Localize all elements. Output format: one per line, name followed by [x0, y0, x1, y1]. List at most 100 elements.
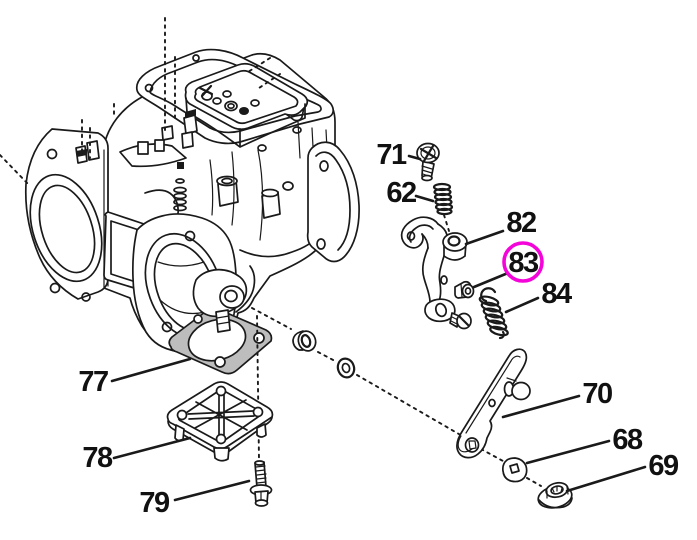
callout-label-70[interactable]: 70 [582, 378, 613, 410]
callout-label-79[interactable]: 79 [139, 487, 171, 519]
studs-stroke [183, 114, 198, 135]
lever-nut-83[interactable] [454, 280, 475, 299]
callout-68[interactable]: 68 [525, 424, 644, 465]
callout-62[interactable]: 62 [386, 177, 435, 209]
callout-leader-71 [407, 154, 422, 161]
choke-lever-82-stroke [421, 223, 448, 249]
shaft-ring-stroke [341, 362, 351, 374]
return-spring-84-stroke [484, 313, 506, 325]
return-spring-84-stroke [489, 325, 509, 337]
callout-label-69[interactable]: 69 [648, 450, 680, 482]
bowl-cover-boss-stroke [224, 100, 238, 112]
callout-label-62[interactable]: 62 [386, 177, 417, 209]
spring-62[interactable] [432, 182, 454, 216]
callout-83[interactable]: 83 [472, 241, 544, 289]
body-detail-stroke [221, 177, 233, 185]
side-bracket-stroke [319, 160, 329, 172]
choke-lever-82-stroke [434, 302, 448, 318]
callout-70[interactable]: 70 [501, 378, 613, 419]
air-horn-rim-stroke [192, 54, 200, 62]
callout-79[interactable]: 79 [139, 479, 251, 519]
return-spring-84-stroke [482, 307, 504, 319]
throttle-lever-70-stroke [488, 398, 496, 408]
shaft-ring-stroke [336, 357, 356, 379]
cover-bolt-79-stroke [255, 465, 267, 484]
pump-cover-78-stroke [215, 385, 227, 397]
pump-cover-78-stroke [187, 394, 255, 436]
callout-leader-62 [414, 194, 435, 203]
body-detail-stroke [173, 204, 187, 212]
washer-68[interactable] [501, 457, 528, 483]
choke-lever-82[interactable] [400, 216, 468, 323]
callout-82[interactable]: 82 [464, 207, 537, 246]
callout-label-84[interactable]: 84 [541, 278, 573, 310]
throttle-shaft-boss-stroke [219, 285, 245, 309]
callout-label-68[interactable]: 68 [612, 424, 644, 456]
pump-cover-78-stroke [176, 409, 188, 421]
callout-label-82[interactable]: 82 [506, 207, 537, 239]
pump-cover-78-stroke [256, 423, 267, 438]
screw-71[interactable] [416, 142, 440, 182]
pump-cover-78-stroke [252, 406, 264, 418]
callout-label-77[interactable]: 77 [78, 366, 109, 398]
assembly-axis-lines-stroke [443, 214, 450, 232]
body-detail-stroke [209, 149, 264, 241]
studs-stroke [86, 140, 100, 161]
air-inlet-flange-stroke [24, 128, 109, 300]
callout-label-78[interactable]: 78 [82, 442, 114, 474]
body-detail-stroke [257, 144, 267, 152]
air-inlet-flange-stroke [46, 148, 58, 160]
lever-screw [449, 312, 472, 330]
callout-78[interactable]: 78 [82, 436, 192, 474]
studs-stroke [76, 149, 87, 157]
throttle-shaft-boss-stroke [224, 289, 238, 303]
pump-cover-78-stroke [215, 433, 227, 445]
air-inlet-flange [24, 128, 109, 302]
highlight-circle [502, 241, 544, 283]
cover-bolt-79-stroke [254, 499, 269, 507]
return-spring-84-stroke [498, 330, 505, 340]
assembly-axis-lines-stroke [0, 154, 31, 187]
body-detail-stroke [216, 175, 238, 187]
studs-stroke [185, 109, 196, 118]
callout-84[interactable]: 84 [504, 278, 573, 314]
callout-77[interactable]: 77 [78, 357, 192, 398]
return-spring-84-stroke [478, 295, 500, 307]
studs-stroke [181, 131, 194, 149]
callout-leader-69 [565, 465, 647, 493]
bowl-cover-boss-stroke [250, 99, 260, 107]
screw-71-stroke [420, 146, 436, 160]
cover-bolt-79-stroke [254, 460, 265, 466]
choke-lever-82-stroke [447, 235, 461, 247]
flange-nut-69[interactable] [536, 481, 574, 511]
callout-69[interactable]: 69 [565, 450, 680, 493]
studs-stroke [161, 125, 174, 141]
bowl-cover-boss-stroke [239, 107, 249, 115]
bowl-cover-boss-stroke [198, 84, 214, 98]
throttle-shaft-boss-stroke [216, 315, 231, 325]
body-detail-stroke [282, 181, 294, 191]
callout-label-71[interactable]: 71 [376, 139, 408, 171]
air-inlet-flange-stroke [81, 292, 91, 302]
flange-gasket-77[interactable] [168, 307, 273, 375]
callout-leader-77 [110, 357, 192, 383]
body-detail-stroke [173, 186, 187, 194]
assembly-axis-lines-stroke [251, 307, 542, 487]
pump-cover-78[interactable] [166, 381, 274, 462]
callout-label-83[interactable]: 83 [508, 247, 540, 279]
choke-lever-82-stroke [421, 247, 445, 303]
shaft-plug-stroke [300, 334, 312, 348]
throttle-bore-flange-stroke [184, 230, 196, 242]
air-inlet-flange-stroke [49, 282, 61, 294]
carburetor-body [24, 48, 360, 354]
screw-71-stroke [421, 174, 433, 182]
cover-bolt-79[interactable] [249, 460, 273, 507]
shaft-plug [292, 330, 317, 352]
callout-leader-78 [112, 436, 192, 460]
shaft-ring [336, 357, 356, 379]
lever-screw-stroke [458, 315, 470, 327]
callout-71[interactable]: 71 [376, 139, 422, 171]
throttle-lever-70[interactable] [456, 348, 531, 459]
callout-leader-82 [464, 229, 505, 246]
return-spring-84[interactable] [478, 287, 509, 340]
